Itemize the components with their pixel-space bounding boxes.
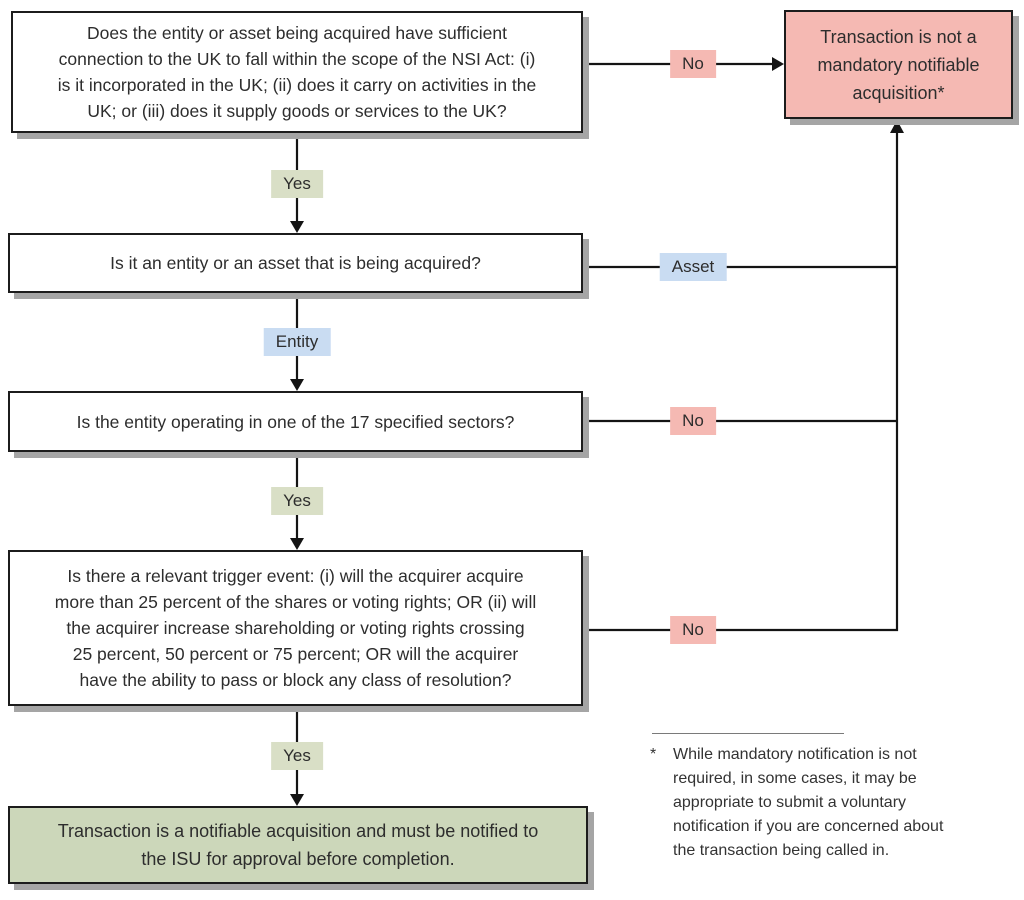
- question-box-entity-or-asset: Is it an entity or an asset that is bein…: [8, 233, 583, 293]
- footnote-text: While mandatory notification is not requ…: [673, 746, 944, 859]
- edge-label-no-3: No: [670, 616, 716, 644]
- edge-label-yes-1: Yes: [271, 170, 323, 198]
- arrowhead-into-q3: [290, 379, 304, 391]
- footnote-divider: [652, 733, 844, 734]
- edge-label-yes-3: Yes: [271, 742, 323, 770]
- question-box-trigger-event: Is there a relevant trigger event: (i) w…: [8, 550, 583, 706]
- footnote: * While mandatory notification is not re…: [650, 743, 1002, 863]
- footnote-asterisk: *: [650, 746, 657, 763]
- arrowhead-into-red-box: [772, 57, 784, 71]
- edge-label-no-1: No: [670, 50, 716, 78]
- arrowhead-riser-into-red-box: [890, 120, 904, 133]
- edge-label-yes-2: Yes: [271, 487, 323, 515]
- edge-label-no-2: No: [670, 407, 716, 435]
- question-box-uk-connection: Does the entity or asset being acquired …: [11, 11, 583, 133]
- arrowhead-into-green-box: [290, 794, 304, 806]
- connector-q4-no-riser: [583, 132, 899, 632]
- arrowhead-into-q2: [290, 221, 304, 233]
- question-box-specified-sectors: Is the entity operating in one of the 17…: [8, 391, 583, 452]
- edge-label-asset: Asset: [659, 253, 727, 281]
- outcome-box-notifiable: Transaction is a notifiable acquisition …: [8, 806, 588, 884]
- arrowhead-into-q4: [290, 538, 304, 550]
- edge-label-entity: Entity: [263, 328, 331, 356]
- outcome-box-not-mandatory: Transaction is not a mandatory notifiabl…: [784, 10, 1013, 119]
